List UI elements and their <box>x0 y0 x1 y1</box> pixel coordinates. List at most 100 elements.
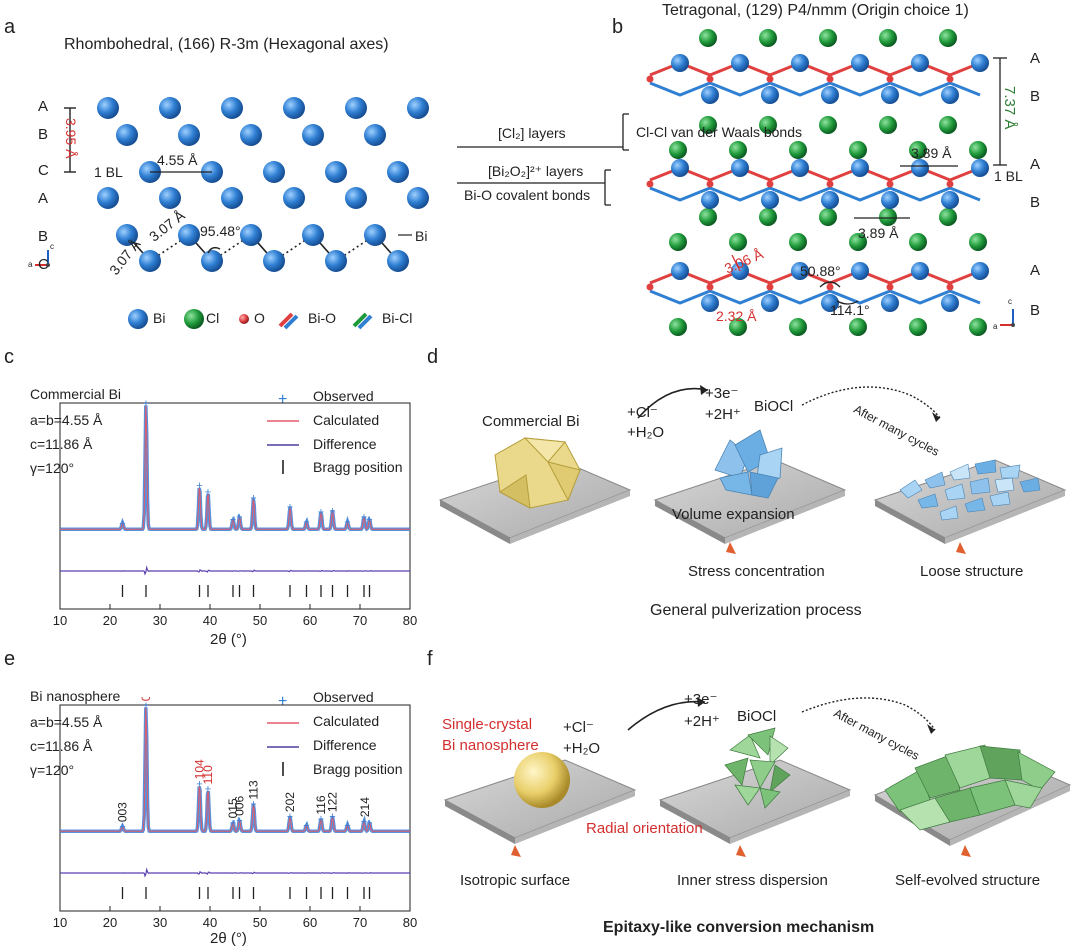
d-react-top: +2H⁺ <box>705 406 741 423</box>
inplane-d1: 3.89 Å <box>911 145 952 161</box>
f-radial: Radial orientation <box>586 820 703 837</box>
axis-c-label-b: c <box>1008 297 1012 306</box>
layer-label-b: A <box>1030 262 1041 279</box>
bi-atom <box>325 250 347 272</box>
e-sample: Bi nanosphere <box>30 688 121 704</box>
layer-label-b: B <box>1030 302 1041 319</box>
e-legend-calculated: Calculated <box>313 713 380 729</box>
peak-label: 012 <box>139 697 153 701</box>
measure-lines <box>731 57 1007 305</box>
panel-a-title: Rhombohedral, (166) R-3m (Hexagonal axes… <box>64 36 389 53</box>
layer-label-b: A <box>1030 156 1041 173</box>
bi2o2-layers-label: [Bi₂O₂]²⁺ layers <box>488 163 584 179</box>
d-expansion: Volume expansion <box>672 506 795 523</box>
observed-marker: + <box>366 817 372 829</box>
f-react-left: +H₂O <box>563 740 601 757</box>
observed-marker: + <box>196 480 202 492</box>
bi-atom <box>283 97 305 119</box>
x-tick-label: 80 <box>403 915 417 930</box>
d-stress: Stress concentration <box>688 563 825 580</box>
x-tick-label: 10 <box>53 613 67 628</box>
bi-atom <box>116 224 138 246</box>
observed-marker: + <box>250 799 256 811</box>
f-caption: Epitaxy-like conversion mechanism <box>603 919 875 936</box>
layer-label: B <box>38 126 49 143</box>
pointer-arrows <box>511 845 971 857</box>
atom-layer-a <box>97 97 429 119</box>
f-react-left: +Cl⁻ <box>563 719 594 736</box>
axis-triad <box>35 250 50 267</box>
angle-5088: 50.88° <box>800 263 841 279</box>
interlayer-distance: 3.95 Å <box>63 118 79 159</box>
pulverization-scheme <box>438 385 1067 554</box>
observed-marker: + <box>318 507 324 519</box>
svg-text:+: + <box>278 391 287 408</box>
axis-triad-b <box>1000 309 1015 327</box>
x-tick-label: 30 <box>153 915 167 930</box>
biocl-tetragonal-structure <box>646 29 1015 336</box>
vdw-label: Cl-Cl van der Waals bonds <box>636 124 802 140</box>
observed-marker: + <box>361 512 367 524</box>
commercial-bi-crystal <box>494 437 581 509</box>
bi-atom <box>97 97 119 119</box>
bi-atom <box>325 161 347 183</box>
x-tick-label: 60 <box>303 613 317 628</box>
c-param: a=b=4.55 Å <box>30 412 103 428</box>
bio-bonds-label: Bi-O covalent bonds <box>464 187 591 203</box>
observed-series <box>60 405 410 532</box>
bi-atom <box>387 161 409 183</box>
atom-legend <box>128 309 373 330</box>
bi-nanosphere <box>514 752 570 808</box>
difference-series <box>60 565 410 576</box>
observed-marker: + <box>230 817 236 829</box>
x-tick-label: 40 <box>203 915 217 930</box>
panel-a-label: a <box>4 16 16 38</box>
c-sample: Commercial Bi <box>30 386 122 402</box>
c-legend-bragg: Bragg position <box>313 459 403 475</box>
platform <box>653 459 847 544</box>
f-self: Self-evolved structure <box>895 872 1041 889</box>
bi-atom <box>240 224 262 246</box>
observed-marker: + <box>329 505 335 517</box>
x-tick-label: 80 <box>403 613 417 628</box>
platform <box>658 759 852 844</box>
atom-layer-b <box>116 124 386 146</box>
observed-marker: + <box>196 778 202 790</box>
c-param: γ=120° <box>30 460 75 476</box>
peak-label: 104 <box>193 759 207 779</box>
layer-label: A <box>38 190 49 207</box>
bi-atom <box>116 124 138 146</box>
bi-atom <box>159 187 181 209</box>
peak-label: 015 <box>226 798 240 818</box>
bi-atom <box>407 97 429 119</box>
legend-bi-swatch <box>128 309 148 329</box>
x-tick-label: 40 <box>203 613 217 628</box>
atom-layer-c <box>139 161 409 183</box>
plot-frame <box>59 402 411 610</box>
f-iso: Isotropic surface <box>460 872 571 889</box>
calculated-series <box>60 405 410 530</box>
peak-label: 003 <box>116 802 130 822</box>
legend-o-label: O <box>254 310 265 326</box>
peak-label: 006 <box>233 796 247 816</box>
bond-angle: 95.48° <box>200 223 241 239</box>
axis-a-label: a <box>28 260 33 269</box>
peak-label: 113 <box>247 780 261 799</box>
legend-bio-swatch <box>278 312 299 330</box>
axis-c-label: c <box>50 242 54 251</box>
fractured-biocl <box>714 429 783 499</box>
platform <box>873 459 1067 544</box>
bi-atom <box>364 124 386 146</box>
panel-e-label: e <box>4 648 16 670</box>
d-react-left: +Cl⁻ <box>627 404 658 421</box>
x-tick-label: 30 <box>153 613 167 628</box>
legend-bicl-label: Bi-Cl <box>382 310 413 326</box>
observed-marker: + <box>119 821 125 833</box>
layer-label-b: A <box>1030 50 1041 67</box>
bi2o2-layer <box>646 262 989 312</box>
layer-label: A <box>38 98 49 115</box>
e-xlabel: 2θ (°) <box>210 930 247 947</box>
peak-label: 214 <box>358 797 372 817</box>
observed-marker: + <box>318 814 324 826</box>
